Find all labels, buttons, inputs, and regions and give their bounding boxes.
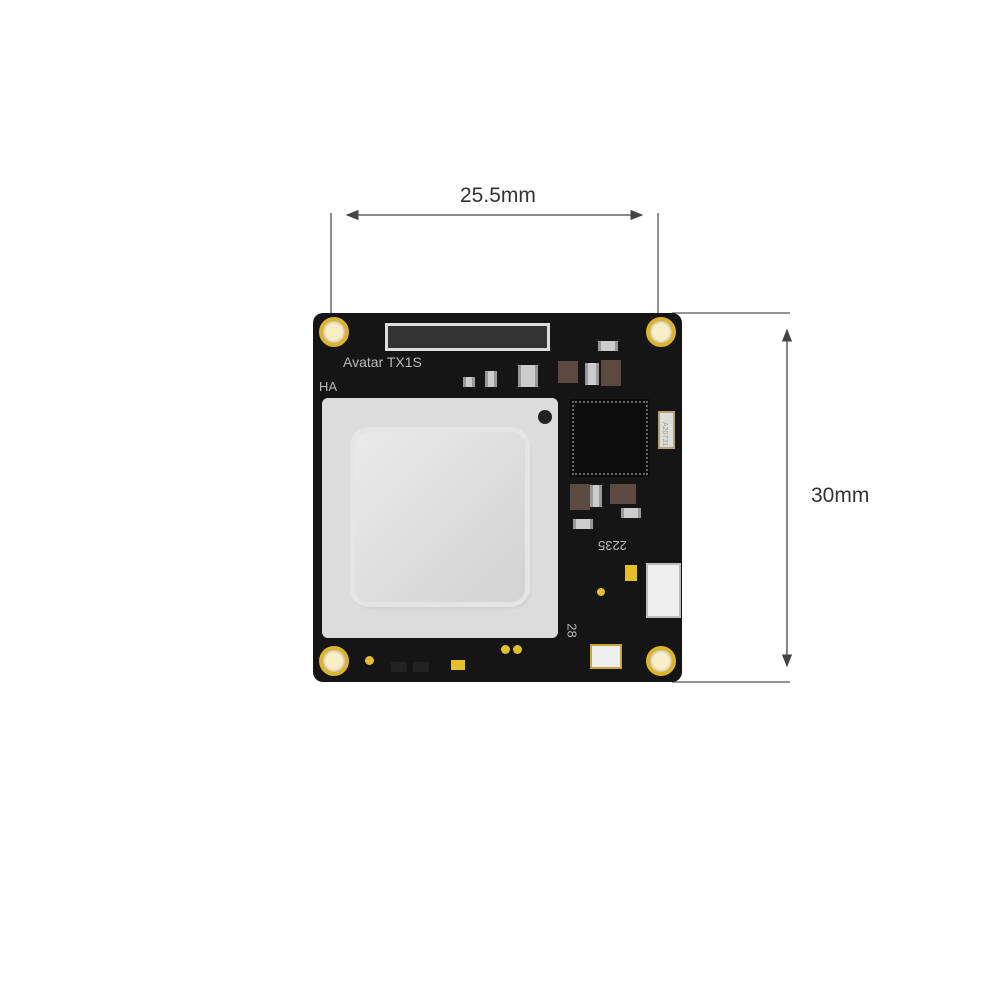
silk-2235: 2235: [598, 538, 627, 553]
capacitor: [573, 519, 593, 529]
capacitor: [621, 508, 641, 518]
side-connector: [646, 563, 681, 618]
capacitor: [585, 363, 599, 385]
test-point: [513, 645, 522, 654]
crystal: A20731: [658, 411, 675, 449]
capacitor: [518, 365, 538, 387]
test-point: [365, 656, 374, 665]
mounting-hole: [646, 317, 676, 347]
inductor: [601, 360, 621, 386]
capacitor: [485, 371, 497, 387]
transistor: [413, 662, 429, 672]
rf-shield: [322, 398, 558, 638]
mounting-hole: [646, 646, 676, 676]
mounting-hole: [319, 646, 349, 676]
oscillator: [590, 644, 622, 669]
mounting-hole: [319, 317, 349, 347]
gold-pad: [625, 565, 637, 581]
inductor: [558, 361, 578, 383]
height-label: 30mm: [811, 484, 870, 507]
capacitor: [590, 485, 602, 507]
silk-ah: AH: [319, 379, 338, 394]
qfn-chip: [570, 399, 650, 477]
ribbon-connector: [385, 323, 550, 351]
pcb-board: Avatar TX1S AH 2235 28 A20731: [313, 313, 682, 682]
transistor: [391, 662, 407, 672]
shield-lid: [355, 432, 525, 602]
capacitor: [463, 377, 475, 387]
test-point: [501, 645, 510, 654]
inductor: [610, 484, 636, 504]
crystal-label: A20731: [661, 422, 668, 447]
inductor: [570, 484, 590, 510]
capacitor: [598, 341, 618, 351]
pin1-marker: [538, 410, 552, 424]
test-point: [597, 588, 605, 596]
width-label: 25.5mm: [460, 184, 536, 207]
board-name-label: Avatar TX1S: [343, 354, 422, 370]
silk-28: 28: [564, 623, 580, 638]
gold-pad: [451, 660, 465, 670]
